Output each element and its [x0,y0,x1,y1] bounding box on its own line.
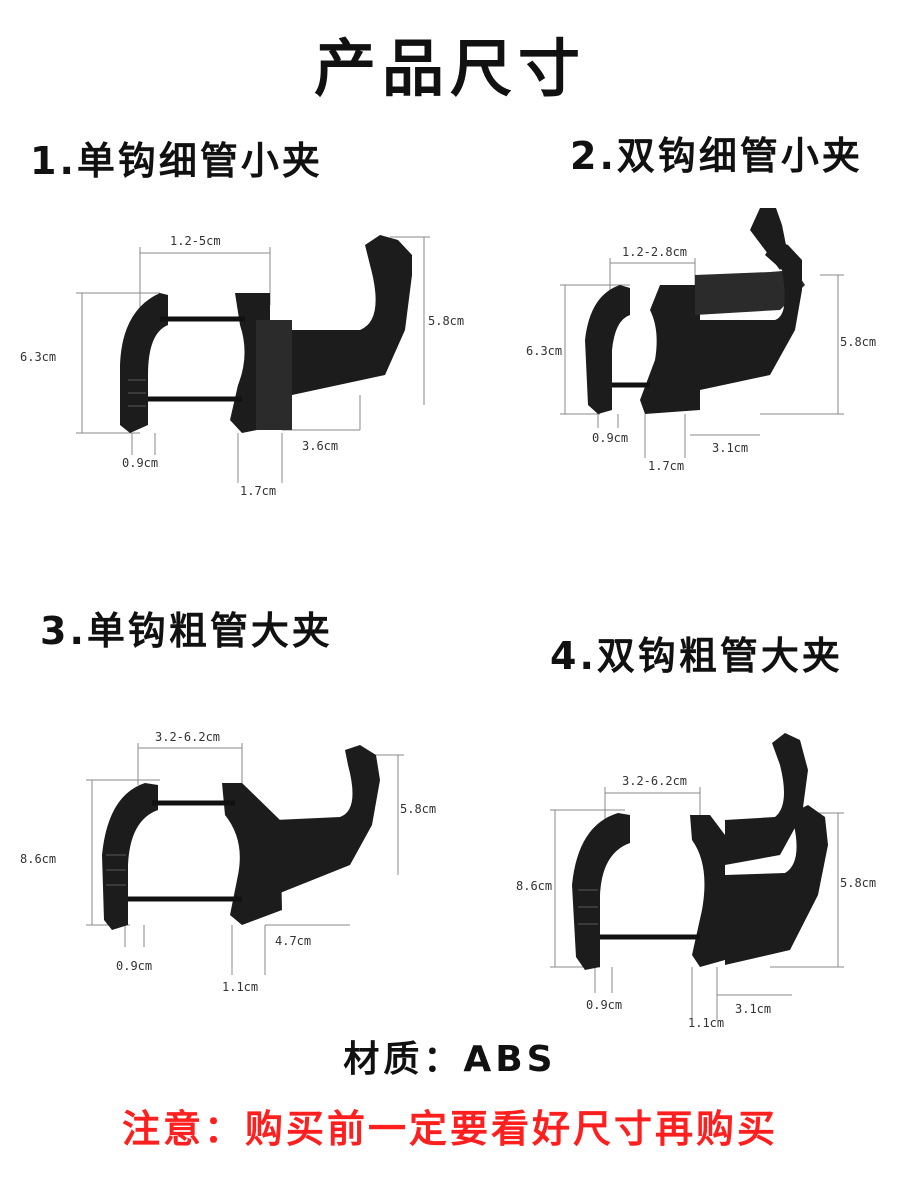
dim-height: 6.3cm [526,344,562,358]
diagram-double-hook-small: 1.2-2.8cm 6.3cm 5.8cm 0.9cm 1.7cm 3.1cm [526,208,876,473]
dim-width: 3.2-6.2cm [155,730,220,744]
dim-block: 1.7cm [240,484,276,498]
dim-wall: 0.9cm [586,998,622,1012]
dim-wall: 0.9cm [116,959,152,973]
material-label: 材质：ABS [343,1039,557,1080]
dim-height: 8.6cm [516,879,552,893]
dim-hook-reach: 4.7cm [275,934,311,948]
section-1-title: 1.单钩细管小夹 [30,139,323,183]
section-2-title: 2.双钩细管小夹 [570,134,863,178]
dim-hook-height: 5.8cm [400,802,436,816]
dim-width: 1.2-5cm [170,234,221,248]
dim-hook-height: 5.8cm [840,335,876,349]
dim-hook-height: 5.8cm [428,314,464,328]
dim-width: 1.2-2.8cm [622,245,687,259]
purchase-notice: 注意：购买前一定要看好尺寸再购买 [121,1107,778,1151]
dim-block: 1.7cm [648,459,684,473]
dim-block: 1.1cm [222,980,258,994]
section-4-title: 4.双钩粗管大夹 [550,634,843,678]
dim-wall: 0.9cm [592,431,628,445]
page-title: 产品尺寸 [313,32,586,105]
dim-hook-reach: 3.6cm [302,439,338,453]
diagram-single-hook-small: 1.2-5cm 6.3cm 5.8cm 0.9cm 1.7cm 3.6cm [20,234,464,498]
dim-width: 3.2-6.2cm [622,774,687,788]
dim-height: 8.6cm [20,852,56,866]
diagram-single-hook-large: 3.2-6.2cm 8.6cm 5.8cm 0.9cm 1.1cm 4.7cm [20,730,436,994]
dim-hook-reach: 3.1cm [712,441,748,455]
diagram-double-hook-large: 3.2-6.2cm 8.6cm 5.8cm 0.9cm 1.1cm 3.1cm [516,733,876,1030]
dim-block: 1.1cm [688,1016,724,1030]
dim-hook-reach: 3.1cm [735,1002,771,1016]
dim-height: 6.3cm [20,350,56,364]
section-3-title: 3.单钩粗管大夹 [40,609,333,653]
dim-hook-height: 5.8cm [840,876,876,890]
dim-wall: 0.9cm [122,456,158,470]
